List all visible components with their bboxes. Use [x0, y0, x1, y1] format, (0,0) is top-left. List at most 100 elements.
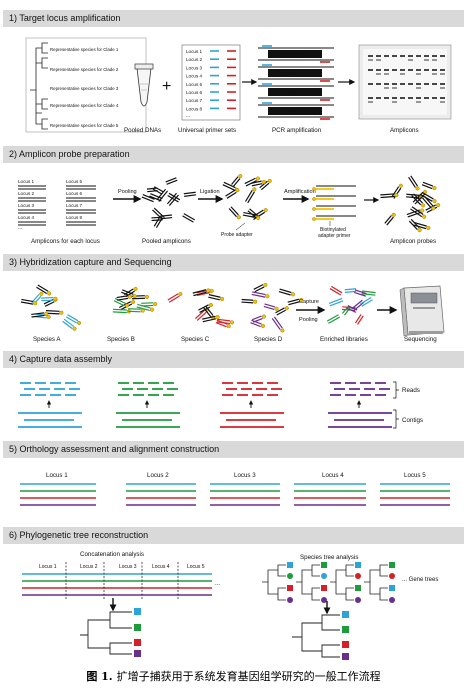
biotin-marker	[235, 188, 240, 193]
enriched-fragment	[361, 290, 376, 296]
pooled-amplicon	[152, 207, 165, 220]
primer-locus-label: Locus 4	[186, 74, 203, 79]
gel-bands	[368, 55, 445, 103]
strand	[155, 217, 163, 228]
biotin-marker	[280, 328, 285, 333]
strand	[182, 215, 194, 223]
strand	[167, 195, 179, 203]
strand	[244, 177, 256, 185]
strand	[203, 307, 212, 318]
strand	[254, 286, 265, 293]
pooled-dna-label: Pooled DNAs	[124, 127, 161, 134]
amplicon-probes-scatter	[380, 175, 441, 233]
enriched-libraries-scatter	[326, 285, 376, 325]
strand	[329, 288, 342, 296]
amplification-arrow-label: Amplification	[284, 189, 316, 195]
strand	[259, 180, 268, 189]
strand	[264, 303, 276, 308]
strand	[408, 176, 416, 188]
strand	[165, 177, 177, 183]
amplicons-each-label: Amplicons for each locus	[31, 238, 100, 245]
primer-locus-label: Locus 3	[186, 65, 203, 70]
strand	[193, 291, 207, 297]
strand	[31, 314, 45, 318]
biotin-marker	[255, 176, 260, 181]
ligated-amplicon	[245, 187, 257, 204]
pooled-amplicons-scatter	[141, 177, 197, 228]
ligated-amplicon	[231, 174, 243, 187]
strand	[252, 291, 266, 296]
capture-fragment	[275, 306, 289, 316]
strand	[245, 180, 257, 187]
biotin-marker	[290, 292, 295, 297]
ligated-amplicon	[259, 178, 272, 191]
strand	[247, 210, 257, 219]
amplicon-probe	[420, 191, 437, 204]
strand	[184, 194, 197, 197]
biotin-marker	[431, 206, 436, 211]
probe-adapter-label: Probe adapter	[221, 232, 253, 238]
biotin-marker	[133, 286, 138, 291]
ligation-arrow-label: Ligation	[200, 189, 220, 195]
strand	[253, 284, 264, 290]
ligated-amplicon	[247, 208, 261, 221]
section-header-2: 2) Amplicon probe preparation	[3, 146, 464, 163]
s5-locus-4-label: Locus 4	[322, 472, 344, 479]
capture-fragment	[208, 294, 225, 301]
strand	[183, 191, 196, 195]
section-header-4: 4) Capture data assembly	[3, 351, 464, 368]
concat-locus-3: Locus 3	[119, 564, 137, 570]
primer-sets-label: Universal primer sets	[178, 127, 236, 134]
gene-tree	[296, 562, 327, 603]
biotin-marker	[47, 291, 52, 296]
strand	[198, 304, 209, 311]
caption-number: 图 1.	[86, 670, 113, 683]
gene-tip	[389, 585, 395, 591]
amplicon-probe	[413, 221, 431, 230]
strand	[347, 305, 358, 311]
pooled-amplicon	[165, 177, 178, 185]
strand	[241, 301, 254, 304]
strand	[354, 314, 362, 324]
biotin-marker	[220, 296, 225, 301]
tube-icon	[134, 63, 154, 107]
strand	[166, 192, 177, 205]
strand	[141, 302, 154, 304]
pooled-amplicon	[153, 216, 163, 228]
strand	[251, 183, 263, 187]
reads-label: Reads	[402, 387, 420, 394]
strand	[44, 301, 55, 307]
strand	[263, 305, 275, 311]
pcr-locus-label: Locus 4	[282, 109, 300, 115]
strand	[391, 186, 400, 198]
amplicon-locus-label: Locus 2	[18, 191, 35, 196]
ligated-amplicon	[228, 206, 241, 220]
strand	[153, 186, 164, 193]
strand	[114, 297, 126, 305]
capture-fragment	[36, 284, 52, 296]
biotin-marker	[150, 307, 155, 312]
clade-2-label: Representative species for Clade 2	[50, 67, 119, 72]
pcr-locus-label: Locus 3	[282, 90, 300, 96]
amplicon-probes-label: Amplicon probes	[390, 238, 436, 245]
gene-tip	[287, 585, 293, 591]
capture-fragment	[192, 288, 211, 297]
biotin-marker	[256, 216, 261, 221]
locus-block	[268, 88, 322, 96]
biotin-marker	[77, 320, 82, 325]
amplicon-locus-label: Locus 3	[18, 203, 35, 208]
biotin-marker	[208, 303, 213, 308]
gene-tree	[330, 562, 361, 603]
enriched-fragment	[354, 314, 364, 325]
capture-fragment	[271, 316, 285, 333]
strand	[168, 295, 180, 303]
strand	[276, 309, 286, 316]
pooled-amplicons-label: Pooled amplicons	[142, 238, 191, 245]
strand	[152, 209, 164, 220]
biotin-marker	[274, 306, 279, 311]
biotin-marker	[132, 294, 137, 299]
primer-locus-label: Locus 6	[186, 90, 203, 95]
strand	[146, 187, 158, 190]
